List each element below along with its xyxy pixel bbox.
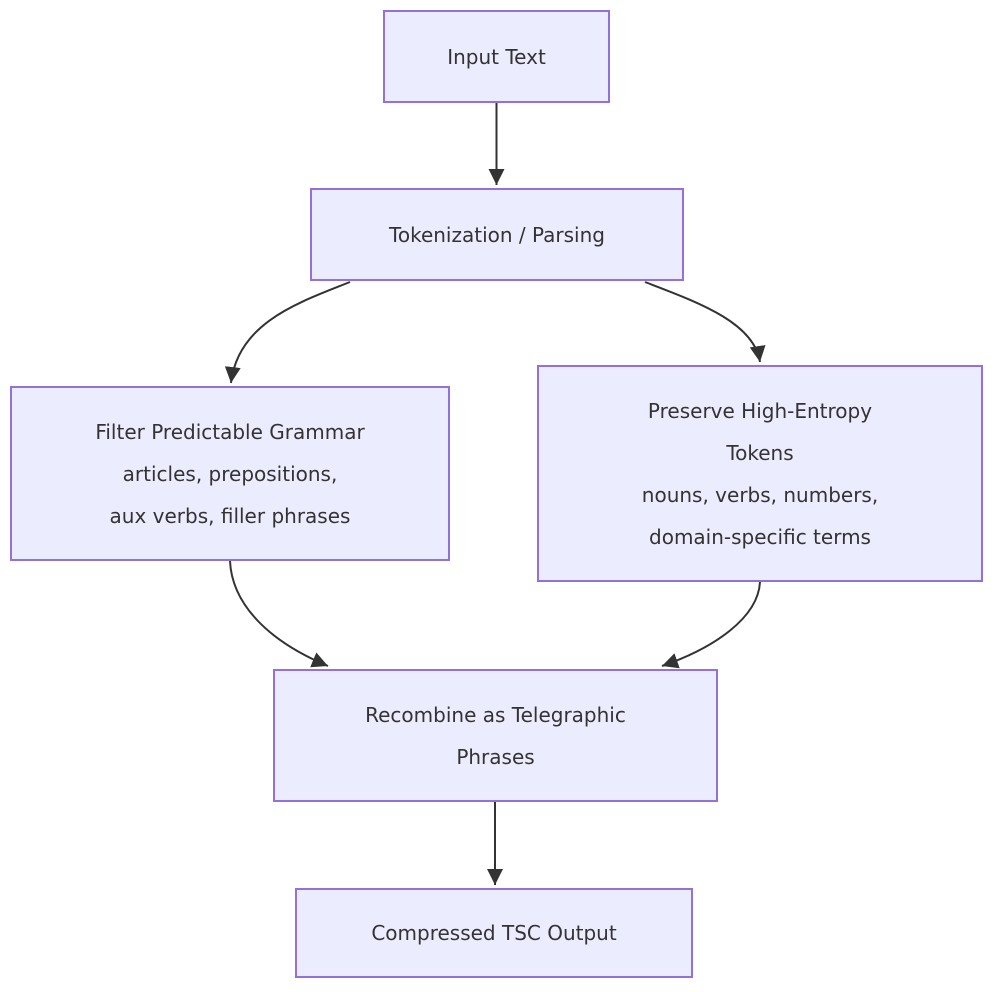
node-tokenization-parsing-label: Tokenization / Parsing	[389, 222, 605, 247]
node-compressed-tsc-output-label: Compressed TSC Output	[371, 921, 617, 945]
node-input-text: Input Text	[383, 10, 610, 103]
node-input-text-label: Input Text	[447, 44, 546, 69]
node-recombine-telegraphic-phrases: Recombine as Telegraphic Phrases	[273, 669, 718, 802]
edge-tokenize-to-filter	[224, 281, 351, 384]
node-tokenization-parsing: Tokenization / Parsing	[310, 188, 684, 281]
node-preserve-high-entropy-tokens-label: Preserve High-Entropy Tokens nouns, verb…	[641, 398, 879, 549]
node-filter-predictable-grammar: Filter Predictable Grammar articles, pre…	[10, 386, 450, 561]
edge-tokenize-to-preserve	[644, 281, 766, 363]
node-filter-predictable-grammar-label: Filter Predictable Grammar articles, pre…	[95, 419, 365, 528]
node-preserve-high-entropy-tokens: Preserve High-Entropy Tokens nouns, verb…	[537, 365, 983, 582]
edge-preserve-to-recombine	[661, 581, 761, 669]
node-recombine-telegraphic-phrases-label: Recombine as Telegraphic Phrases	[365, 702, 626, 769]
node-compressed-tsc-output: Compressed TSC Output	[295, 888, 693, 978]
edge-filter-to-recombine	[229, 560, 329, 668]
